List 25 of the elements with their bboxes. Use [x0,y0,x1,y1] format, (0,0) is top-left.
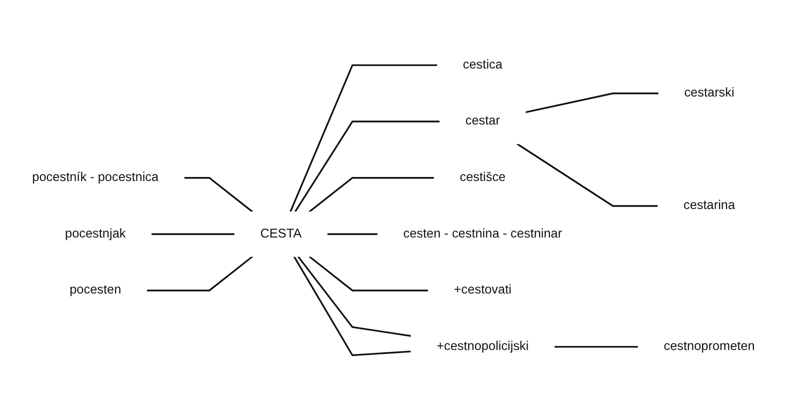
connector [297,256,412,337]
connector [146,256,254,292]
node-text: pocestník - pocestnica [32,170,159,184]
node-text: pocestnjak [65,226,126,241]
node-text: cestišce [460,170,506,184]
node-text: cestar [465,114,500,128]
connector [293,256,412,356]
node-text: cesten - cestnina - cestninar [403,226,562,241]
connector [308,177,434,213]
connector [290,64,438,212]
connector [525,92,659,114]
node-text: pocesten [70,282,122,298]
node-text: +cestovati [454,282,512,298]
node-text: cestarski [684,86,734,100]
connector [516,143,658,207]
node-text: cestnoprometen [664,338,755,354]
connector [308,256,428,292]
connector [294,120,440,212]
node-text: cestica [462,57,502,72]
connector [554,346,638,348]
connector [151,233,235,235]
connector [327,233,378,235]
node-text: +cestnopolicijski [436,338,529,354]
connector [184,177,254,213]
node-text: cestarina [683,198,736,213]
